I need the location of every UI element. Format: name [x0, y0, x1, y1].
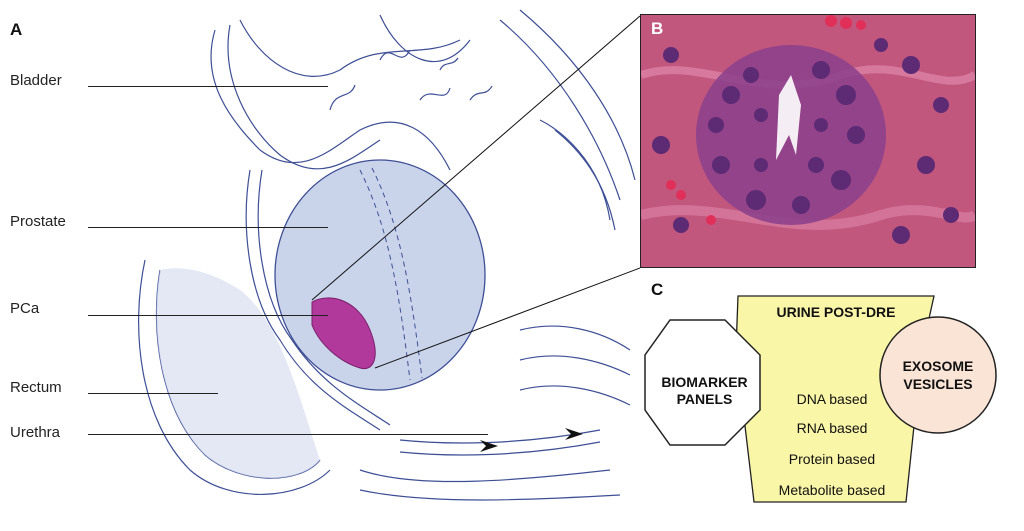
prostate-shape	[274, 159, 486, 391]
urethra-arrow-1	[480, 440, 498, 452]
leader-urethra	[88, 434, 488, 435]
item-dna: DNA based	[796, 391, 868, 407]
biomarker-octagon	[644, 319, 761, 446]
leader-bladder	[88, 86, 328, 87]
leader-pca	[88, 315, 328, 316]
urine-title: URINE POST-DRE	[776, 304, 896, 320]
panel-b-letter: B	[651, 19, 664, 38]
exosome-circle	[879, 316, 997, 434]
item-metabolite: Metabolite based	[778, 482, 886, 498]
panel-a-letter: A	[10, 20, 23, 39]
anatomy-illustration	[138, 9, 640, 501]
leader-rectum	[88, 393, 218, 394]
biomarker-schematic	[644, 295, 997, 503]
exosome-line-1: EXOSOME	[902, 358, 974, 374]
urethra-arrow-2	[565, 428, 583, 440]
label-prostate: Prostate	[10, 213, 66, 230]
biomarker-line-1: BIOMARKER	[661, 374, 748, 390]
label-urethra: Urethra	[10, 424, 61, 441]
item-protein: Protein based	[788, 451, 876, 467]
histology-image: B	[640, 14, 976, 268]
leader-prostate	[88, 227, 328, 228]
label-pca: PCa	[10, 300, 40, 317]
exosome-line-2: VESICLES	[903, 376, 973, 392]
label-bladder: Bladder	[10, 72, 62, 89]
label-rectum: Rectum	[10, 379, 62, 396]
panel-c-letter: C	[651, 280, 664, 299]
biomarker-line-2: PANELS	[676, 391, 733, 407]
item-rna: RNA based	[796, 420, 868, 436]
